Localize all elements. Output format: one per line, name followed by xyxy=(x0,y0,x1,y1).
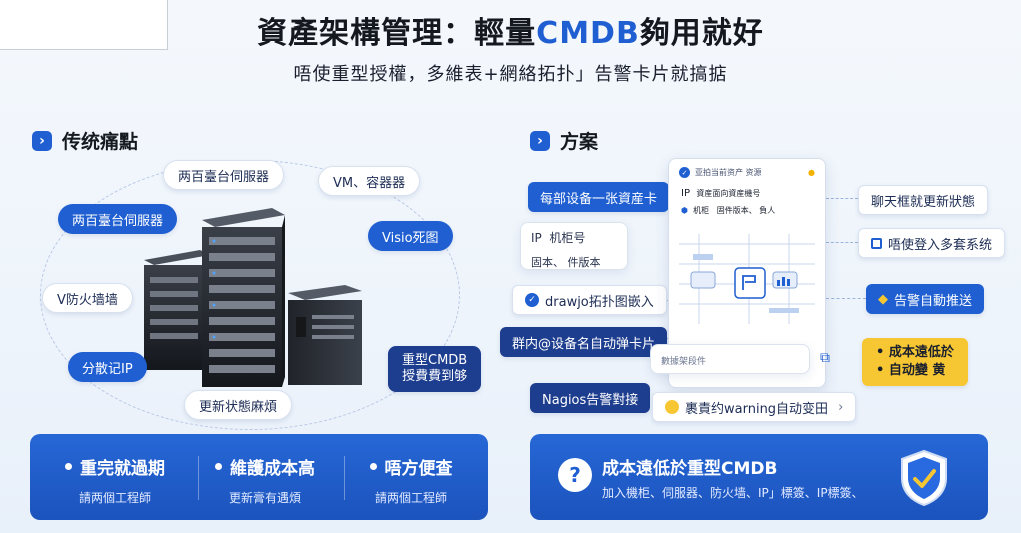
pain-summary-head: 重完就過期 xyxy=(50,454,180,479)
pain-summary-item: 維護成本高 更新膏有遇煩 xyxy=(200,454,330,506)
divider xyxy=(344,456,345,500)
solution-summary-sub: 加入機柜、伺服器、防火墙、IP」標簽、IP標簽、 xyxy=(602,486,864,500)
tag-cost-line1: • 成本遠低於 xyxy=(876,345,954,360)
dashboard-ip-note: 資産面向資産機号 xyxy=(696,189,761,198)
solution-heading: › 方案 xyxy=(530,127,598,154)
bullet-icon xyxy=(65,463,72,470)
pain-summary-bar: 重完就過期 請两個工程師 維護成本高 更新膏有遇煩 唔方便查 請两個工程師 xyxy=(30,434,488,520)
pain-summary-item: 唔方便查 請两個工程師 xyxy=(346,454,476,506)
ip-card-rack: 机柜号 xyxy=(549,231,586,245)
bell-icon: ◆ xyxy=(878,291,888,307)
pain-pill-update-hassle: 更新状態麻煩 xyxy=(184,390,293,420)
pain-summary-title: 維護成本高 xyxy=(230,459,315,479)
chevron-right-icon: › xyxy=(530,130,550,151)
server-rack-icon xyxy=(144,208,362,387)
pain-pill-vm-containers: VM、容器器 xyxy=(318,166,421,196)
check-icon: ✓ xyxy=(679,167,690,178)
dashboard-firmware: 固件版本、 負人 xyxy=(716,206,776,215)
pain-summary-title: 唔方便查 xyxy=(384,459,453,479)
pain-summary-head: 維護成本高 xyxy=(200,454,330,479)
question-icon: ? xyxy=(558,458,592,492)
tag-auto-change: 自动變 黄 xyxy=(888,363,946,378)
pain-pill-servers-top: 两百臺台伺服器 xyxy=(163,160,285,190)
shield-icon: ⬢ xyxy=(681,206,688,215)
dashboard-row2: ⬢ 机柜 固件版本、 負人 xyxy=(669,201,825,220)
tag-cost-low: 成本遠低於 xyxy=(888,345,954,360)
dashboard-header-label: 亚拍当前资产 资源 xyxy=(695,168,762,177)
warning-icon xyxy=(665,400,679,414)
corner-frame xyxy=(0,0,168,50)
ip-card-ip: IP xyxy=(531,231,542,245)
tag-chat-update: 聊天框就更新狀態 xyxy=(858,185,989,215)
tag-group-notify: 群内@设备名自动弹卡片 xyxy=(500,327,668,357)
tag-drawio: ✓ drawjo拓扑图嵌入 xyxy=(512,285,667,315)
window-icon xyxy=(871,237,882,249)
ip-card-row1: IP 机柜号 xyxy=(531,229,617,246)
connector-line xyxy=(826,198,858,199)
tag-cost-auto: • 成本遠低於 • 自动變 黄 xyxy=(862,338,968,386)
pain-summary-title: 重完就過期 xyxy=(80,459,165,479)
pain-pill-scattered-ip: 分散记IP xyxy=(68,352,147,382)
topology-diagram xyxy=(679,234,815,324)
chevron-right-icon: › xyxy=(838,399,844,415)
bullet-icon xyxy=(369,463,377,470)
dashboard-ip: IP xyxy=(681,188,690,199)
tag-auto-alert: ◆ 告警自動推送 xyxy=(866,284,985,314)
shield-check-icon xyxy=(901,449,947,507)
connector-line xyxy=(826,298,866,299)
check-icon: ✓ xyxy=(525,293,539,307)
pain-pill-visio: Visio死图 xyxy=(368,221,453,251)
tag-auto-alert-label: 告警自動推送 xyxy=(894,293,973,309)
tag-warning-label: 裹責约warning自动变田 xyxy=(685,401,829,417)
pain-pill-firewall: V防火墙墙 xyxy=(42,283,133,313)
bulb-icon: ● xyxy=(808,168,815,177)
connector-line xyxy=(826,242,858,243)
pain-points-heading: › 传统痛點 xyxy=(32,127,138,154)
chat-icon[interactable]: ⧉ xyxy=(820,350,830,366)
pain-summary-head: 唔方便查 xyxy=(346,454,476,479)
pain-pill-servers-left: 两百臺台伺服器 xyxy=(58,204,178,234)
solution-summary-title: 成本遠低於重型CMDB xyxy=(602,459,778,479)
pain-summary-item: 重完就過期 請两個工程師 xyxy=(50,454,180,506)
tag-asset-card: 每部设备一张資産卡 xyxy=(528,182,670,212)
tag-drawio-label: drawjo拓扑图嵌入 xyxy=(545,294,654,310)
pain-summary-sub: 請两個工程師 xyxy=(374,491,447,505)
tag-warning-toast[interactable]: 裹責约warning自动变田 › xyxy=(652,392,857,422)
pain-summary-sub: 請两個工程師 xyxy=(78,491,151,505)
pain-points-heading-label: 传统痛點 xyxy=(62,131,139,153)
dashboard-rack: 机柜 xyxy=(693,206,710,215)
divider xyxy=(198,456,199,500)
search-input[interactable]: 數據架段件 xyxy=(650,344,810,374)
tag-cost-line2: • 自动變 黄 xyxy=(876,363,946,378)
dashboard-row1: IP 資産面向資産機号 xyxy=(669,186,825,201)
dashboard-header: ✓ 亚拍当前资产 资源 ● xyxy=(669,159,825,186)
page-subtitle: 唔使重型授權，多維表+網絡拓扑」告警卡片就搞掂 xyxy=(293,64,728,85)
bullet-icon xyxy=(215,463,222,470)
tag-no-login-label: 唔使登入多套系统 xyxy=(888,237,993,253)
ip-card: IP 机柜号 固本、 件版本 xyxy=(520,222,628,270)
solution-summary-bar: ? 成本遠低於重型CMDB 加入機柜、伺服器、防火墙、IP」標簽、IP標簽、 xyxy=(530,434,988,520)
page-title: 資產架構管理：輕量CMDB夠用就好 xyxy=(257,16,764,51)
pain-summary-sub: 更新膏有遇煩 xyxy=(228,491,301,505)
chevron-right-icon: › xyxy=(32,130,52,151)
pain-pill-heavy-cmdb: 重型CMDB 授費費到够 xyxy=(388,346,482,392)
tag-no-login: 唔使登入多套系统 xyxy=(858,228,1006,258)
tag-nagios: Nagios告警對接 xyxy=(530,383,651,413)
solution-heading-label: 方案 xyxy=(560,131,599,153)
ip-card-row2: 固本、 件版本 xyxy=(531,256,601,269)
